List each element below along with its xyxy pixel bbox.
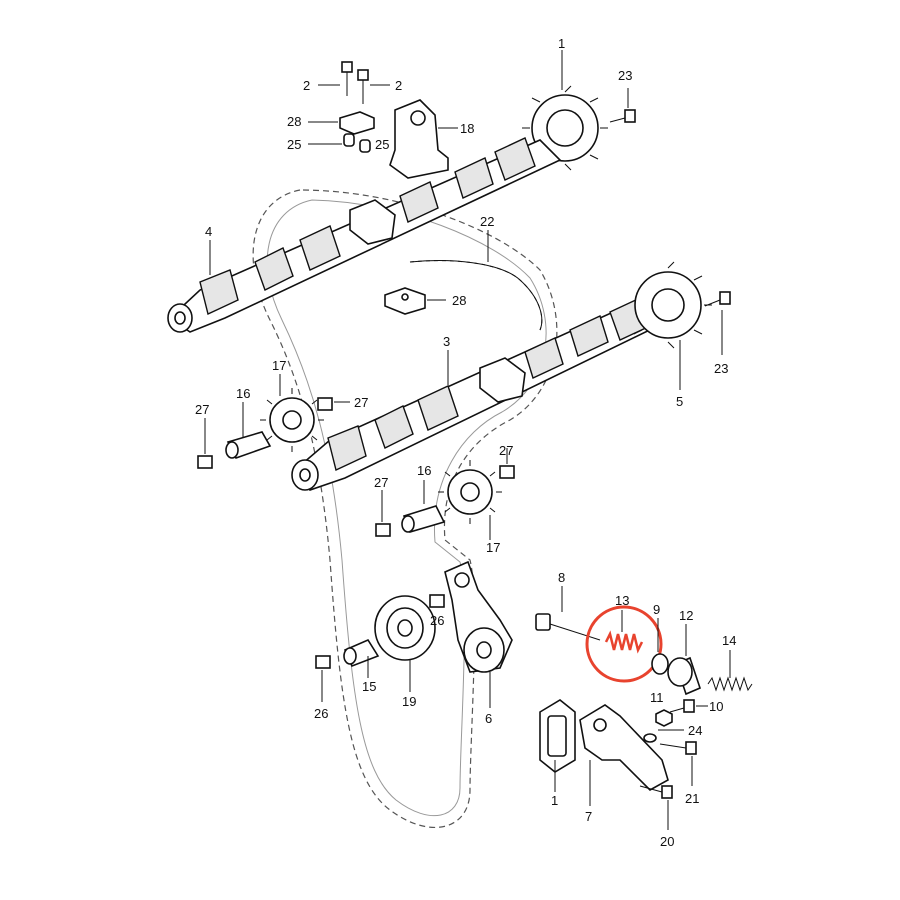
- label-24: 24: [688, 723, 702, 738]
- pin-16-lower: [401, 505, 446, 533]
- label-2-left: 2: [303, 78, 310, 93]
- highlight-circle: [585, 605, 663, 683]
- tensioner-arm-6: [444, 560, 513, 673]
- label-26-upper: 26: [430, 613, 444, 628]
- cam-chain-outline: [252, 189, 558, 828]
- bolt-23-right: [704, 291, 731, 307]
- label-8: 8: [558, 570, 565, 585]
- label-28-top: 28: [287, 114, 301, 129]
- camshaft-4: [167, 137, 562, 333]
- label-3: 3: [443, 334, 450, 349]
- bolt-10: [669, 699, 695, 713]
- spring-14: [707, 676, 753, 692]
- label-25-right: 25: [375, 137, 389, 152]
- bolt-23-top: [609, 109, 636, 123]
- sprocket-17-upper: [260, 388, 324, 452]
- pin-15: [343, 638, 380, 668]
- label-5: 5: [676, 394, 683, 409]
- label-21: 21: [685, 791, 699, 806]
- cam-bracket-18: [389, 99, 449, 179]
- label-27-lower-right: 27: [499, 443, 513, 458]
- label-25-left: 25: [287, 137, 301, 152]
- label-28-middle: 28: [452, 293, 466, 308]
- nut-11: [655, 709, 673, 727]
- label-15: 15: [362, 679, 376, 694]
- label-17-lower: 17: [486, 540, 500, 555]
- sleeve-12: [667, 656, 701, 696]
- tensioner-body-7: [579, 704, 669, 791]
- bolt-8: [535, 613, 601, 641]
- label-12: 12: [679, 608, 693, 623]
- sprocket-right: [633, 261, 712, 349]
- label-19: 19: [402, 694, 416, 709]
- label-23-top: 23: [618, 68, 632, 83]
- label-27-lower-left: 27: [374, 475, 388, 490]
- washer-24: [643, 733, 657, 743]
- block-28-top: [339, 111, 375, 135]
- pin-16-upper: [225, 431, 272, 459]
- label-4: 4: [205, 224, 212, 239]
- block-28-middle: [384, 287, 426, 315]
- label-1-top: 1: [558, 36, 565, 51]
- label-16-upper: 16: [236, 386, 250, 401]
- sprocket-17-lower: [438, 460, 502, 524]
- label-20: 20: [660, 834, 674, 849]
- timing-chain-22: [409, 260, 543, 331]
- label-2-right: 2: [395, 78, 402, 93]
- label-22: 22: [480, 214, 494, 229]
- label-13: 13: [615, 593, 629, 608]
- block-27-lower-left: [375, 523, 391, 537]
- label-7: 7: [585, 809, 592, 824]
- camshaft-3: [291, 297, 662, 491]
- sprocket-top: [522, 85, 608, 171]
- bolt-2-left: [341, 61, 353, 96]
- block-27-upper-right: [317, 397, 333, 411]
- label-27-upper-right: 27: [354, 395, 368, 410]
- spring-13: [604, 630, 644, 654]
- block-27-upper-left: [197, 455, 213, 469]
- label-16-lower: 16: [417, 463, 431, 478]
- label-11: 11: [650, 690, 664, 705]
- label-17-upper: 17: [272, 358, 286, 373]
- bolt-21: [659, 741, 697, 755]
- gasket-1: [539, 699, 576, 773]
- block-27-lower-right: [499, 465, 515, 479]
- label-26-lower: 26: [314, 706, 328, 721]
- label-23-right: 23: [714, 361, 728, 376]
- bolt-2-right: [357, 69, 369, 104]
- dowel-25-left: [343, 133, 355, 147]
- dowel-25-right: [359, 139, 371, 153]
- label-14: 14: [722, 633, 736, 648]
- label-18: 18: [460, 121, 474, 136]
- label-27-upper-left: 27: [195, 402, 209, 417]
- block-26-lower: [315, 655, 331, 669]
- washer-9: [651, 653, 669, 675]
- label-6: 6: [485, 711, 492, 726]
- label-1-bottom: 1: [551, 793, 558, 808]
- roller-19: [374, 595, 436, 661]
- bolt-20: [639, 785, 673, 799]
- label-9: 9: [653, 602, 660, 617]
- label-10: 10: [709, 699, 723, 714]
- block-26-upper: [429, 594, 445, 608]
